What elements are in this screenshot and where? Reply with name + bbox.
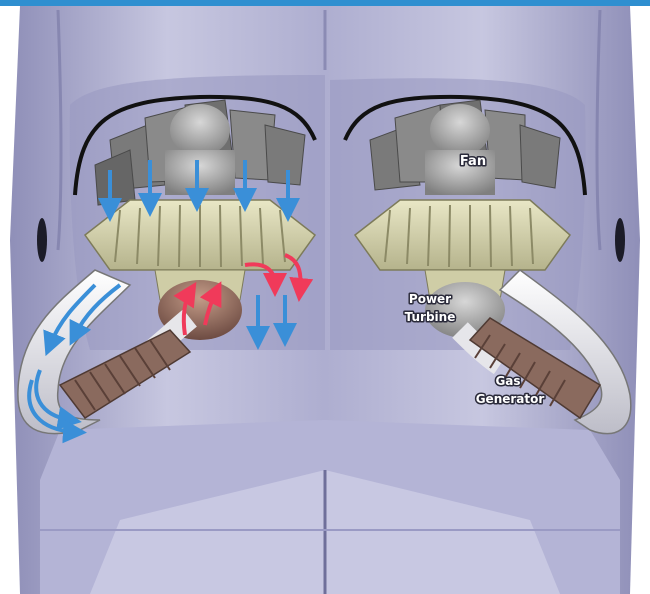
label-gas-generator-line2: Generator [476, 392, 545, 406]
label-gas-generator-line1: Gas [495, 374, 520, 388]
label-power-turbine-line2: Turbine [405, 310, 456, 324]
label-fan: Fan [460, 154, 486, 169]
label-power-turbine-line1: Power [409, 292, 451, 306]
left-fan-spinner [170, 104, 230, 156]
right-intake-slot [615, 218, 625, 262]
right-fan-spinner [430, 104, 490, 156]
left-intake-slot [37, 218, 47, 262]
top-accent-bar [0, 0, 650, 6]
